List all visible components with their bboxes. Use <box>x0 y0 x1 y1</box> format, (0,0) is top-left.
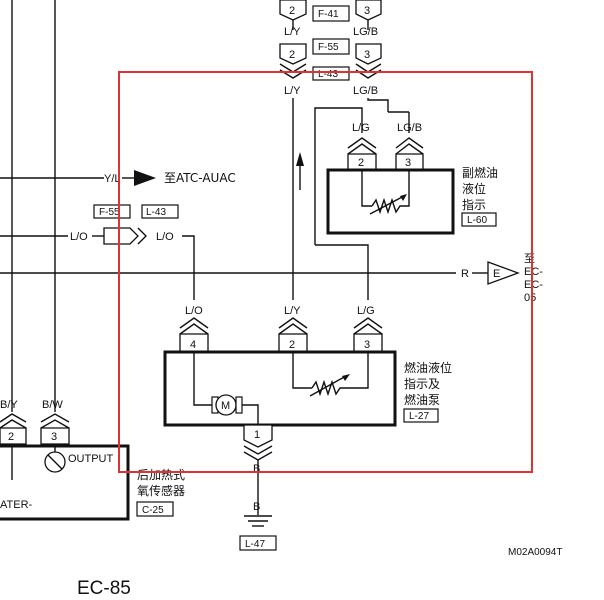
motor-label: M <box>221 400 230 412</box>
pin-label: 2 <box>358 157 364 169</box>
wire-lo <box>182 235 195 300</box>
connector-l27-label: L-27 <box>409 411 429 422</box>
wire-label-ly-pump: L/Y <box>284 305 301 317</box>
wire-label-lgb: LG/B <box>353 85 378 97</box>
wire-label-lgb-top: LG/B <box>353 26 378 38</box>
wire-label-ly: L/Y <box>284 85 301 97</box>
pin-label: 2 <box>289 5 295 17</box>
sensor-label-1: 后加热式 <box>137 468 185 482</box>
connector-l43-label: L-43 <box>146 207 166 218</box>
sub-tank-label-1: 副燃油 <box>462 165 498 180</box>
fuel-pump-unit: L/O L/Y L/G 4 2 3 M 1 燃油液 <box>163 305 452 461</box>
wire-label-lg-sub: L/G <box>352 122 370 134</box>
pin-label: 3 <box>405 157 411 169</box>
output-label: OUTPUT <box>68 453 114 465</box>
sub-tank-label-3: 指示 <box>462 197 486 212</box>
wire-label-b-lower: B <box>253 501 260 513</box>
sensor-label-2: 氧传感器 <box>137 483 185 498</box>
connector-lo-pin <box>103 227 139 245</box>
pin-label: 2 <box>289 49 295 61</box>
pin-label: 3 <box>51 431 57 443</box>
connector-l60-label: L-60 <box>467 215 487 226</box>
oxygen-sensor: B/Y B/W 2 3 OUTPUT ATER- 后加热式 氧传感器 C-25 <box>0 399 185 521</box>
wire-label-lo-left: L/O <box>70 231 88 243</box>
fuel-pump-label-2: 指示及 <box>404 376 440 391</box>
sub-tank-label-2: 液位 <box>462 181 486 196</box>
wire-label-ly-top: L/Y <box>284 26 301 38</box>
pin-label: 2 <box>289 339 295 351</box>
top-connector-stack: 2 3 F-41 L/Y LG/B 2 3 F-55 L-43 L/Y LG/B <box>279 0 382 97</box>
to-ec-label-2: EC- <box>524 266 543 278</box>
connector-f41-label: F-41 <box>318 9 339 20</box>
connector-f55-label: F-55 <box>99 207 120 218</box>
pin-label: 1 <box>254 429 260 441</box>
reference-code: M02A0094T <box>508 547 562 558</box>
pin-label: 3 <box>364 339 370 351</box>
wire-label-by: B/Y <box>0 399 18 411</box>
to-atc-label: 至ATC-AUAC <box>164 171 236 185</box>
pin-label: 2 <box>8 431 14 443</box>
wire-lgb <box>367 98 389 112</box>
to-ec-label-1: 至 <box>524 253 535 265</box>
arrow-right-icon <box>134 170 156 186</box>
pin-label: 3 <box>364 5 370 17</box>
pin-label: 3 <box>364 49 370 61</box>
connector-c25-label: C-25 <box>142 505 164 516</box>
connector-l43-top-label: L-43 <box>318 69 338 80</box>
wire-label-bw: B/W <box>42 399 63 411</box>
connector-l47-label: L-47 <box>245 539 265 550</box>
to-ec-label-4: 05 <box>524 292 536 304</box>
connector-f55-top-label: F-55 <box>318 42 339 53</box>
page-number: EC-85 <box>77 578 131 599</box>
wire-label-lo-right: L/O <box>156 231 174 243</box>
wire-label-b: B <box>253 463 260 475</box>
wire-label-lo-pump: L/O <box>185 305 203 317</box>
pin-label: 4 <box>190 339 196 351</box>
wire-label-r: R <box>461 268 469 280</box>
heater-label: ATER- <box>0 499 33 511</box>
fuel-pump-label-3: 燃油泵 <box>404 392 440 407</box>
up-arrow-icon <box>296 152 304 166</box>
sub-fuel-level-sensor: L/G LG/B 2 3 副燃油 液位 指示 L-60 <box>314 107 498 245</box>
wire-label-yl: Y/L <box>104 173 121 185</box>
fuel-pump-label-1: 燃油液位 <box>404 360 452 375</box>
wire-label-lg-pump: L/G <box>357 305 375 317</box>
wire-lg <box>315 244 369 300</box>
connector-e-label: E <box>493 268 500 280</box>
connector-e-icon <box>487 261 520 285</box>
highlight-box <box>118 71 533 473</box>
to-ec-label-3: EC- <box>524 279 543 291</box>
